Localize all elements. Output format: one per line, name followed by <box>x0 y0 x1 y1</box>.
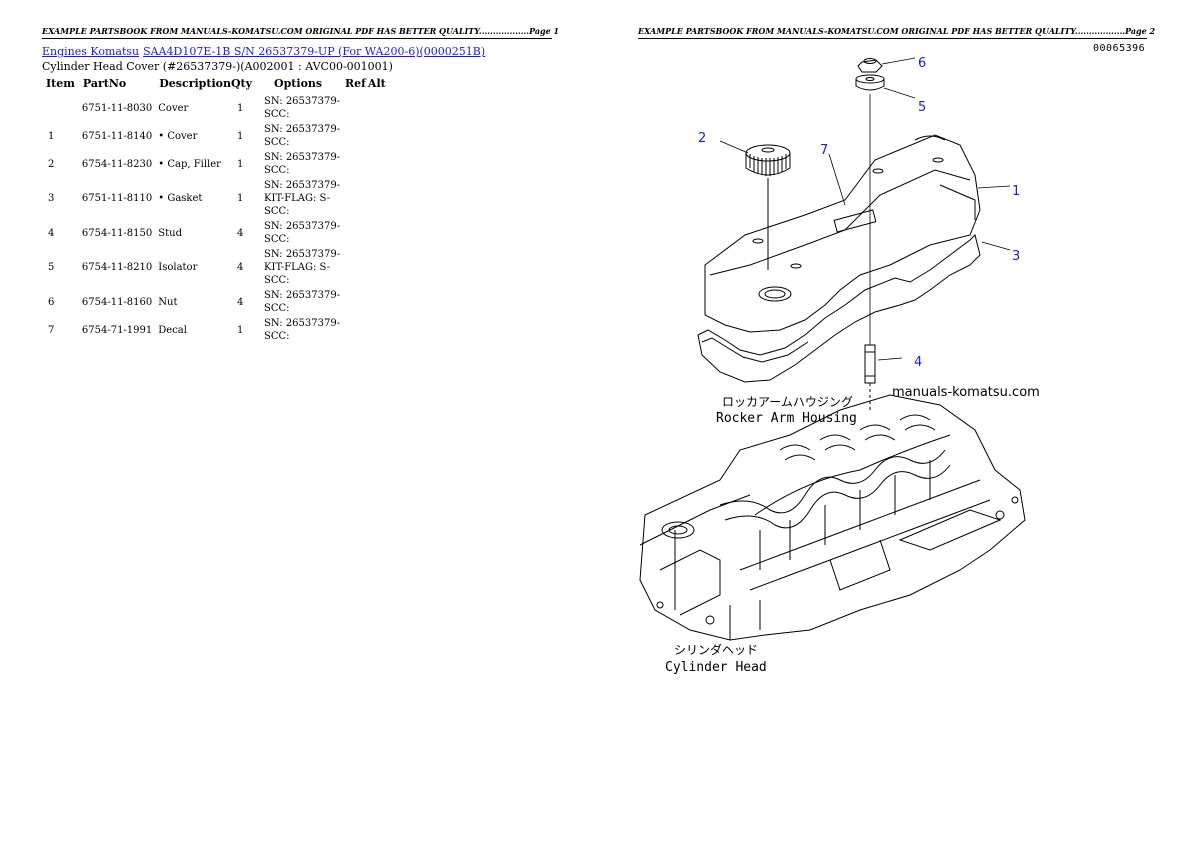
cell-qty: 4 <box>236 296 244 308</box>
cell-item: 3 <box>48 193 55 204</box>
cell-partno: 6754-71-1991 <box>81 324 153 336</box>
col-header-ref: Ref <box>345 77 366 90</box>
cell-options: SN: 26537379-SCC: <box>264 290 341 314</box>
col-header-partno: PartNo <box>82 77 127 90</box>
cell-description: • Cover <box>158 130 198 142</box>
exploded-parts-diagram: 6 5 2 7 1 3 4 manuals-komatsu.com ロッカアーム… <box>639 56 1040 675</box>
cell-qty: 1 <box>236 102 244 114</box>
parts-table: Item PartNo Description Qty Options Ref … <box>42 76 390 344</box>
nut-part-6 <box>857 58 883 73</box>
cell-description: • Cap, Filler <box>158 158 221 170</box>
table-row: 1 6751-11-8140 • Cover 1 SN: 26537379-SCC: <box>42 122 390 150</box>
cell-description: Decal <box>158 324 187 336</box>
col-header-item: Item <box>46 77 75 90</box>
cell-qty: 1 <box>236 324 244 336</box>
cell-partno: 6751-11-8030 <box>81 102 153 114</box>
table-row: 7 6754-71-1991 Decal 1 SN: 26537379-SCC: <box>42 316 390 344</box>
cell-partno: 6754-11-8210 <box>81 262 153 273</box>
cell-description: Stud <box>158 227 182 239</box>
isolator-part-5 <box>855 74 885 91</box>
cylinder-head-jp: シリンダヘッド <box>674 642 758 657</box>
cell-partno: 6751-11-8140 <box>81 130 153 142</box>
cell-options: SN: 26537379-SCC: <box>264 96 341 120</box>
cover-part-1 <box>704 134 981 333</box>
cell-qty: 1 <box>236 130 244 142</box>
cell-description: Nut <box>158 296 178 308</box>
gasket-part-3 <box>697 234 981 383</box>
diagram-code: 00065396 <box>1093 43 1146 54</box>
cell-partno: 6754-11-8160 <box>81 296 153 308</box>
table-row: 2 6754-11-8230 • Cap, Filler 1 SN: 26537379-… <box>42 150 390 178</box>
cell-partno: 6751-11-8110 <box>81 193 153 204</box>
cell-item: 6 <box>48 296 55 308</box>
col-header-qty: Qty <box>230 77 253 90</box>
cell-options: SN: 26537379-SCC: <box>264 124 341 148</box>
col-header-options-label: Options <box>274 77 323 90</box>
filler-cap-part-2 <box>745 144 791 270</box>
col-header-description: Description <box>159 77 231 90</box>
callout-1: 1 <box>1012 184 1020 199</box>
cell-item: 4 <box>48 227 55 239</box>
rocker-arm-housing-label: Rocker Arm Housing <box>716 411 857 426</box>
table-row: 3 6751-11-8110 • Gasket 1 SN: 26537379-KIT-F… <box>42 178 390 219</box>
breadcrumb-link-model[interactable]: SAA4D107E-1B S/N 26537379-UP (For WA200-… <box>143 45 486 58</box>
col-header-options: Options <box>256 76 345 94</box>
callout-7: 7 <box>820 143 828 158</box>
cell-partno: 6754-11-8230 <box>81 158 153 170</box>
cell-partno: 6754-11-8150 <box>81 227 153 239</box>
stud-part-4 <box>864 344 876 410</box>
cell-item: 7 <box>48 324 55 336</box>
col-header-alt: Alt <box>367 77 386 90</box>
cell-description: Isolator <box>158 262 198 273</box>
callout-6: 6 <box>918 56 926 71</box>
callout-2: 2 <box>698 131 706 146</box>
section-title: Cylinder Head Cover (#26537379-)(A002001… <box>42 60 393 73</box>
cell-description: Cover <box>158 102 189 114</box>
cell-qty: 4 <box>236 262 244 273</box>
table-row: 6751-11-8030 Cover 1 SN: 26537379-SCC: <box>42 94 390 122</box>
cell-options: SN: 26537379-KIT-FLAG: S-SCC: <box>264 180 341 217</box>
callout-4: 4 <box>914 355 922 370</box>
table-row: 4 6754-11-8150 Stud 4 SN: 26537379-SCC: <box>42 219 390 247</box>
cell-options: SN: 26537379-KIT-FLAG: S-SCC: <box>264 249 341 286</box>
watermark-text: manuals-komatsu.com <box>892 385 1040 400</box>
cell-options: SN: 26537379-SCC: <box>264 318 341 342</box>
cell-qty: 1 <box>236 158 244 170</box>
cell-item: 5 <box>48 262 55 273</box>
cell-description: • Gasket <box>158 193 203 204</box>
cylinder-head-block <box>639 394 1026 641</box>
cell-item: 1 <box>48 130 55 142</box>
cell-qty: 1 <box>236 193 244 204</box>
table-row: 5 6754-11-8210 Isolator 4 SN: 26537379-KIT-F… <box>42 247 390 288</box>
cylinder-head-label: Cylinder Head <box>665 660 767 675</box>
cell-options: SN: 26537379-SCC: <box>264 221 341 245</box>
cell-item <box>42 94 79 122</box>
page-header-2: EXAMPLE PARTSBOOK FROM MANUALS-KOMATSU.C… <box>638 26 1155 39</box>
cell-item: 2 <box>48 158 55 170</box>
table-header-row: Item PartNo Description Qty Options Ref … <box>42 76 390 94</box>
page-header-1: EXAMPLE PARTSBOOK FROM MANUALS-KOMATSU.C… <box>42 26 559 39</box>
leader-lines <box>719 57 1011 361</box>
cell-qty: 4 <box>236 227 244 239</box>
breadcrumb-link-engines[interactable]: Engines Komatsu <box>42 45 140 58</box>
callout-3: 3 <box>1012 249 1020 264</box>
callout-5: 5 <box>918 100 926 115</box>
table-row: 6 6754-11-8160 Nut 4 SN: 26537379-SCC: <box>42 288 390 316</box>
cell-options: SN: 26537379-SCC: <box>264 152 341 176</box>
rocker-arm-housing-jp: ロッカアームハウジング <box>722 395 853 409</box>
